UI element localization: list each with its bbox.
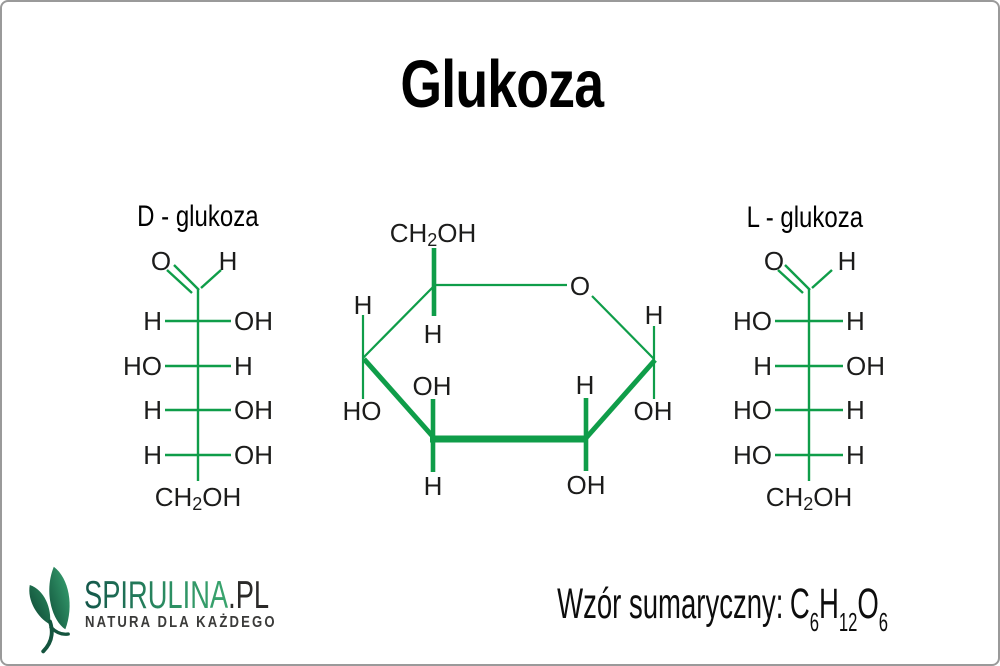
d-glucose-heading: D - glukoza	[137, 200, 259, 233]
haworth-ring-structure: CH2OH H O H HO OH H H OH H OH	[343, 218, 673, 501]
d-aldehyde-o-label: O	[151, 246, 171, 276]
brand-text: SPIRULINA	[84, 574, 229, 617]
l-row2-left-label: H	[753, 351, 772, 381]
l-row3-left-label: HO	[733, 395, 772, 425]
l-row1-left-label: HO	[733, 306, 772, 336]
page-title: Glukoza	[2, 46, 998, 123]
l-aldehyde-o-label: O	[764, 246, 784, 276]
l-row4-right-label: H	[846, 440, 865, 470]
summary-formula: Wzór sumaryczny:C6H12O6	[557, 580, 888, 635]
formula-o-subscript: 6	[878, 607, 888, 637]
ring-c1-h-label: H	[645, 300, 664, 330]
ring-o-c1-bond	[591, 295, 655, 360]
l-double-bond-1	[784, 264, 811, 291]
ring-c3-h-label: H	[424, 471, 443, 501]
d-glucose-structure: O H H OH HO H H OH H OH CH2OH	[123, 246, 273, 514]
formula-c-subscript: 6	[809, 607, 819, 637]
d-row1-right-label: OH	[234, 306, 273, 336]
spirulina-logo: SPIRULINA.PL NATURA DLA KAŻDEGO	[24, 562, 314, 656]
l-row1-right-label: H	[846, 306, 865, 336]
l-glucose-structure: O H HO H H OH HO H HO H CH2OH	[733, 246, 885, 514]
l-ch2oh-label: CH2OH	[766, 482, 853, 514]
formula-o: O	[857, 580, 879, 628]
d-row1-left-label: H	[143, 306, 162, 336]
brand-tld: .PL	[228, 574, 270, 617]
l-aldehyde-h-label: H	[838, 246, 857, 276]
d-ch2oh-label: CH2OH	[155, 482, 242, 514]
ring-c4-c5-bond	[362, 285, 435, 359]
d-double-bond-1	[173, 264, 200, 291]
ring-c3-c4-bond	[362, 357, 437, 441]
formula-h: H	[818, 580, 839, 628]
formula-c: C	[789, 580, 810, 628]
d-ch-bond	[200, 269, 222, 289]
brand-name: SPIRULINA.PL	[84, 574, 269, 618]
d-row3-right-label: OH	[234, 395, 273, 425]
d-double-bond-2	[166, 269, 193, 294]
ring-c3-oh-label: OH	[413, 371, 452, 401]
ring-c2-oh-label: OH	[567, 470, 606, 500]
l-double-bond-2	[777, 269, 804, 294]
d-aldehyde-h-label: H	[219, 246, 238, 276]
ring-ch2oh-label: CH2OH	[390, 218, 477, 250]
ring-c4-ho-label: HO	[343, 396, 382, 426]
formula-label: Wzór sumaryczny:	[557, 580, 784, 628]
l-row3-right-label: H	[846, 395, 865, 425]
ring-c1-oh-label: OH	[634, 396, 673, 426]
ring-c5-h-label: H	[424, 319, 443, 349]
l-row4-left-label: HO	[733, 440, 772, 470]
ring-c1-c2-bond	[584, 358, 657, 440]
d-row2-left-label: HO	[123, 351, 162, 381]
d-row4-left-label: H	[143, 440, 162, 470]
leaf-icon	[29, 566, 70, 654]
ring-c2-h-label: H	[576, 370, 595, 400]
l-row2-right-label: OH	[846, 351, 885, 381]
ring-oxygen-label: O	[570, 271, 590, 301]
l-glucose-heading: L - glukoza	[746, 201, 864, 234]
page-title-text: Glukoza	[400, 47, 605, 122]
formula-h-subscript: 12	[838, 607, 858, 637]
ring-c4-h-label: H	[354, 290, 373, 320]
l-ch-bond	[811, 269, 833, 289]
brand-tagline: NATURA DLA KAŻDEGO	[85, 614, 277, 631]
d-row3-left-label: H	[143, 395, 162, 425]
d-row2-right-label: H	[234, 351, 253, 381]
d-row4-right-label: OH	[234, 440, 273, 470]
